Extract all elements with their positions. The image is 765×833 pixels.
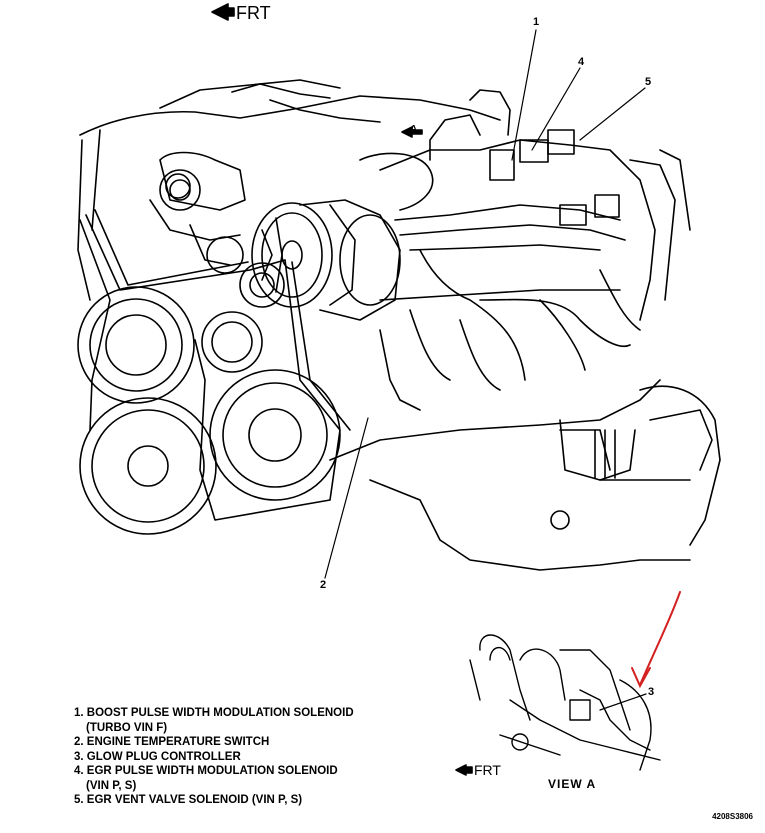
callout-5: 5 [645,76,652,88]
view-a-marker-label: A [410,124,418,135]
legend-item: 5. EGR VENT VALVE SOLENOID (VIN P, S) [74,794,303,806]
callout-4: 4 [578,56,585,68]
front-arrow-small-icon [455,764,473,776]
front-arrow-icon [211,3,235,21]
callout-leaders [324,29,647,711]
view-a-marker-arrow [401,126,423,138]
component-legend: 1. BOOST PULSE WIDTH MODULATION SOLENOID… [74,706,404,808]
wiring-harness [359,152,641,411]
legend-item: 2. ENGINE TEMPERATURE SWITCH [74,736,270,748]
reference-code: 4208S3806 [712,812,753,821]
legend-item: 1. BOOST PULSE WIDTH MODULATION SOLENOID… [74,707,354,734]
callout-2: 2 [320,579,327,591]
callout-1: 1 [533,16,540,28]
turbo-assembly [149,151,246,266]
red-annotation-arrow [631,591,681,689]
front-direction-label: FRT [236,3,271,23]
view-a-caption: VIEW A [548,777,597,791]
engine-top [379,89,691,321]
view-a-inset [469,634,661,771]
alternator [251,199,401,321]
front-direction-label-small: FRT [474,762,501,778]
engine-block [329,379,721,571]
callout-3: 3 [648,686,655,698]
legend-item: 3. GLOW PLUG CONTROLLER [74,750,241,763]
legend-item: 4. EGR PULSE WIDTH MODULATION SOLENOID (… [74,765,338,792]
engine-outline-upper [79,95,501,136]
pulley-assembly [77,129,351,535]
